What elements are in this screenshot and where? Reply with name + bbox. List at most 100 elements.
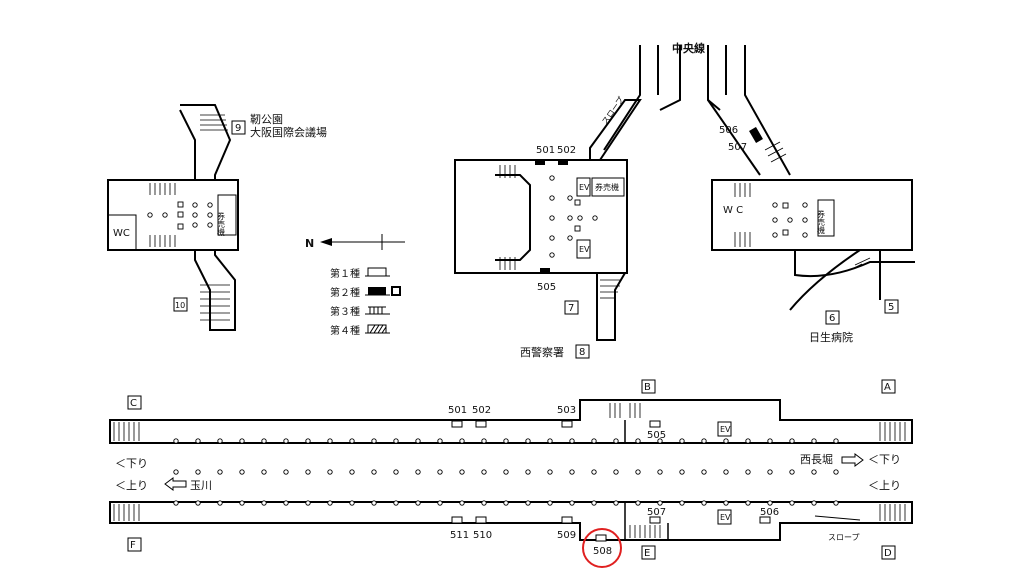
pillar bbox=[591, 500, 597, 506]
pillar bbox=[305, 500, 311, 506]
pillar bbox=[327, 469, 333, 475]
direction-down-left: ＜下り bbox=[115, 457, 148, 470]
concourse-right bbox=[711, 126, 915, 311]
pillar bbox=[745, 500, 751, 506]
exit-9-dest-2: 大阪国際会議場 bbox=[250, 125, 327, 139]
wc-label-right: W C bbox=[723, 205, 743, 216]
pillar bbox=[833, 500, 839, 506]
pillar bbox=[217, 500, 223, 506]
slope-label-platform: スロープ bbox=[828, 533, 860, 542]
pillar bbox=[305, 438, 311, 444]
pillar bbox=[833, 438, 839, 444]
pillar bbox=[371, 469, 377, 475]
direction-down-right: ＜下り bbox=[868, 453, 901, 466]
corner-c: C bbox=[130, 398, 137, 409]
concourse-left bbox=[107, 104, 239, 331]
pillar bbox=[635, 500, 641, 506]
pillar bbox=[723, 469, 729, 475]
pillar bbox=[767, 438, 773, 444]
pillar bbox=[789, 438, 795, 444]
corner-a: A bbox=[884, 382, 891, 393]
pillar bbox=[283, 469, 289, 475]
line-name-label: 中央線 bbox=[672, 41, 705, 55]
pillars-left bbox=[147, 201, 213, 230]
pillar bbox=[701, 500, 707, 506]
highlight-circle-508 bbox=[582, 528, 622, 568]
pillar bbox=[569, 438, 575, 444]
pillar bbox=[195, 438, 201, 444]
ev-platform-2: EV bbox=[720, 513, 731, 522]
pillar bbox=[525, 500, 531, 506]
corner-e: E bbox=[644, 548, 650, 559]
pillar bbox=[261, 469, 267, 475]
gate-505-top: 505 bbox=[537, 282, 556, 293]
gate-503-platform: 503 bbox=[557, 405, 576, 416]
pillar bbox=[679, 469, 685, 475]
exit-10-number: 10 bbox=[175, 301, 185, 310]
exit-6-dest: 日生病院 bbox=[809, 330, 853, 344]
gate-type3-icon bbox=[365, 306, 390, 315]
platform-stairs bbox=[113, 403, 906, 538]
gate-508-platform: 508 bbox=[593, 546, 612, 557]
corner-b: B bbox=[644, 382, 651, 393]
pillar bbox=[415, 438, 421, 444]
platform-gates bbox=[451, 420, 771, 542]
gate-507-platform: 507 bbox=[647, 507, 666, 518]
gate-type4-icon bbox=[365, 324, 390, 334]
legend-type2-label: 第２種 bbox=[330, 286, 360, 299]
pillar bbox=[173, 500, 179, 506]
pillar bbox=[525, 469, 531, 475]
pillar bbox=[283, 500, 289, 506]
pillar bbox=[217, 438, 223, 444]
gate-type1-icon bbox=[365, 267, 390, 277]
pillar bbox=[701, 438, 707, 444]
pillar bbox=[327, 500, 333, 506]
pillars-center bbox=[549, 175, 598, 258]
gate-501-platform: 501 bbox=[448, 405, 467, 416]
pillar bbox=[173, 438, 179, 444]
pillar bbox=[349, 438, 355, 444]
ev-center-2: EV bbox=[579, 245, 590, 254]
pillar bbox=[635, 438, 641, 444]
pillar bbox=[833, 469, 839, 475]
gate-501-top: 501 bbox=[536, 145, 555, 156]
arrow-right-icon bbox=[841, 453, 864, 467]
pillar bbox=[481, 438, 487, 444]
pillar bbox=[525, 438, 531, 444]
exit-7-number: 7 bbox=[568, 303, 574, 314]
corner-d: D bbox=[884, 548, 892, 559]
pillar bbox=[349, 469, 355, 475]
pillar bbox=[437, 500, 443, 506]
pillar bbox=[239, 469, 245, 475]
pillar bbox=[503, 500, 509, 506]
north-arrow-icon bbox=[320, 234, 405, 250]
legend: 第１種 第２種 第３種 第４種 bbox=[330, 267, 401, 337]
stairs bbox=[149, 114, 230, 321]
pillar bbox=[459, 500, 465, 506]
pillar bbox=[547, 500, 553, 506]
direction-up-left: ＜上り bbox=[115, 479, 148, 492]
legend-type1-label: 第１種 bbox=[330, 267, 360, 280]
pillar bbox=[503, 469, 509, 475]
pillar bbox=[591, 469, 597, 475]
pillar bbox=[569, 469, 575, 475]
pillar bbox=[613, 469, 619, 475]
pillar bbox=[723, 438, 729, 444]
pillar bbox=[811, 469, 817, 475]
gate-type2-icon bbox=[365, 286, 401, 296]
pillar bbox=[745, 438, 751, 444]
exit-8-number: 8 bbox=[579, 347, 585, 358]
pillar bbox=[745, 469, 751, 475]
stairs-right bbox=[734, 141, 871, 271]
pillar bbox=[261, 500, 267, 506]
dest-tamagawa: 玉川 bbox=[190, 479, 212, 492]
pillar bbox=[657, 469, 663, 475]
direction-up-right: ＜上り bbox=[868, 479, 901, 492]
pillar bbox=[173, 469, 179, 475]
legend-type3-label: 第３種 bbox=[330, 305, 360, 318]
pillar bbox=[547, 438, 553, 444]
ticket-machine-right: 券売機 bbox=[817, 209, 826, 235]
corner-f: F bbox=[130, 540, 136, 551]
pillar bbox=[415, 469, 421, 475]
pillar bbox=[701, 469, 707, 475]
